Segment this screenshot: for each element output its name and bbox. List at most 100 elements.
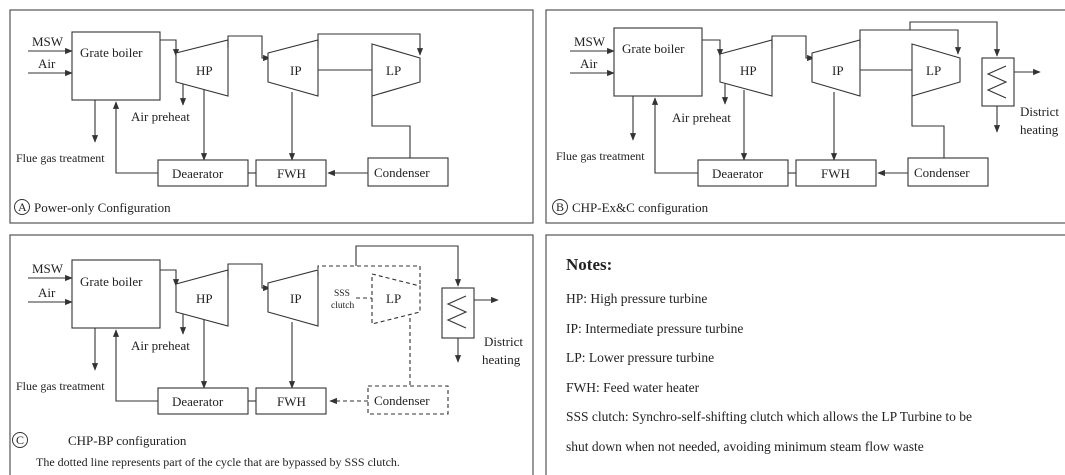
air-preheat-label: Air preheat bbox=[672, 110, 731, 125]
district-steam-line bbox=[355, 245, 462, 287]
panel-b-frame bbox=[545, 9, 1065, 224]
district-label-2: heating bbox=[1020, 122, 1059, 137]
condenser-label: Condenser bbox=[914, 165, 970, 180]
panel-b: MSW Air Grate boiler HP IP LP District h… bbox=[552, 21, 1059, 215]
note-item: SSS clutch: Synchro-self-shifting clutch… bbox=[566, 409, 972, 424]
lp-turbine bbox=[911, 43, 961, 97]
badge-c-circle bbox=[12, 432, 28, 448]
flue-gas-label: Flue gas treatment bbox=[556, 149, 645, 163]
fwh-box bbox=[795, 159, 877, 187]
ip-turbine bbox=[811, 39, 861, 97]
air-label: Air bbox=[38, 285, 56, 300]
heat-exchanger-coil bbox=[446, 295, 468, 329]
air-label: Air bbox=[38, 56, 56, 71]
district-label-1: District bbox=[1020, 104, 1059, 119]
feedwater-return bbox=[112, 329, 158, 402]
badge-c: C bbox=[16, 433, 24, 447]
district-heat-exchanger bbox=[981, 57, 1015, 107]
ip-turbine bbox=[267, 269, 319, 327]
crossover-line bbox=[859, 29, 962, 55]
air-preheat-label: Air preheat bbox=[131, 338, 190, 353]
caption-b: CHP-Ex&C configuration bbox=[572, 200, 709, 215]
grate-boiler-label: Grate boiler bbox=[80, 274, 143, 289]
note-item: HP: High pressure turbine bbox=[566, 291, 708, 306]
badge-a-circle bbox=[14, 199, 30, 215]
hp-turbine bbox=[175, 39, 229, 97]
condenser-label: Condenser bbox=[374, 393, 430, 408]
lp-exhaust-line bbox=[911, 96, 945, 158]
sss-label-1: SSS bbox=[334, 289, 350, 299]
condenser-box-bypassed bbox=[367, 385, 449, 415]
lp-turbine bbox=[371, 43, 421, 97]
flue-gas-label: Flue gas treatment bbox=[16, 151, 105, 165]
badge-a: A bbox=[18, 200, 27, 214]
reheat-line bbox=[227, 263, 271, 292]
hp-label: HP bbox=[196, 291, 213, 306]
district-heat-exchanger bbox=[441, 287, 475, 339]
crossover-line-bypassed bbox=[317, 265, 421, 284]
fwh-label: FWH bbox=[277, 394, 306, 409]
deaerator-label: Deaerator bbox=[172, 166, 224, 181]
msw-label: MSW bbox=[574, 34, 606, 49]
msw-label: MSW bbox=[32, 34, 64, 49]
ip-label: IP bbox=[290, 63, 302, 78]
lp-label: LP bbox=[386, 291, 401, 306]
condenser-box bbox=[367, 157, 449, 187]
notes-title: Notes: bbox=[566, 255, 613, 274]
lp-label: LP bbox=[386, 63, 401, 78]
grate-boiler-label: Grate boiler bbox=[622, 41, 685, 56]
reheat-line bbox=[771, 35, 815, 62]
bypass-note: The dotted line represents part of the c… bbox=[36, 455, 400, 469]
district-label-2: heating bbox=[482, 352, 521, 367]
grate-boiler-box bbox=[71, 31, 161, 101]
air-label: Air bbox=[580, 56, 598, 71]
district-steam-line bbox=[909, 21, 1001, 57]
fwh-box bbox=[255, 159, 327, 187]
note-item: IP: Intermediate pressure turbine bbox=[566, 320, 744, 336]
deaerator-box bbox=[697, 159, 789, 187]
steam-line bbox=[702, 39, 724, 57]
caption-c: CHP-BP configuration bbox=[68, 433, 187, 448]
ip-turbine bbox=[267, 39, 319, 97]
lp-label: LP bbox=[926, 63, 941, 78]
note-item: shut down when not needed, avoiding mini… bbox=[566, 438, 924, 454]
fwh-label: FWH bbox=[821, 166, 850, 181]
district-label-1: District bbox=[484, 334, 523, 349]
caption-a: Power-only Configuration bbox=[34, 200, 171, 215]
steam-line bbox=[160, 269, 180, 287]
lp-exhaust-line bbox=[371, 96, 411, 158]
panel-a: MSW Air Grate boiler HP IP LP Air prehea… bbox=[14, 31, 449, 215]
air-preheat-label: Air preheat bbox=[131, 109, 190, 124]
grate-boiler-box bbox=[71, 259, 161, 329]
hp-label: HP bbox=[196, 63, 213, 78]
heat-exchanger-coil bbox=[986, 65, 1008, 99]
lp-turbine-bypassed bbox=[371, 273, 421, 325]
steam-line bbox=[160, 39, 180, 57]
deaerator-label: Deaerator bbox=[712, 166, 764, 181]
ip-label: IP bbox=[832, 63, 844, 78]
deaerator-label: Deaerator bbox=[172, 394, 224, 409]
flue-gas-label: Flue gas treatment bbox=[16, 379, 105, 393]
grate-boiler-box bbox=[613, 27, 703, 97]
ip-label: IP bbox=[290, 291, 302, 306]
note-item: FWH: Feed water heater bbox=[566, 379, 700, 395]
panel-c-frame bbox=[9, 234, 534, 475]
notes-panel: Notes: HP: High pressure turbine IP: Int… bbox=[566, 255, 1061, 468]
note-item: LP: Lower pressure turbine bbox=[566, 350, 715, 365]
reheat-line bbox=[227, 35, 271, 62]
msw-label: MSW bbox=[32, 261, 64, 276]
sss-label-2: clutch bbox=[331, 301, 354, 311]
condenser-label: Condenser bbox=[374, 165, 430, 180]
grate-boiler-label: Grate boiler bbox=[80, 45, 143, 60]
hp-turbine bbox=[719, 39, 773, 97]
fwh-label: FWH bbox=[277, 166, 306, 181]
panel-c: MSW Air Grate boiler HP IP SSS clutch LP… bbox=[12, 245, 523, 469]
feedwater-return bbox=[651, 97, 698, 174]
panel-a-frame bbox=[9, 9, 534, 224]
badge-b-circle bbox=[552, 199, 568, 215]
panel-notes-frame bbox=[545, 234, 1065, 475]
condenser-box bbox=[907, 157, 989, 187]
badge-b: B bbox=[556, 200, 564, 214]
feedwater-return bbox=[112, 101, 158, 174]
